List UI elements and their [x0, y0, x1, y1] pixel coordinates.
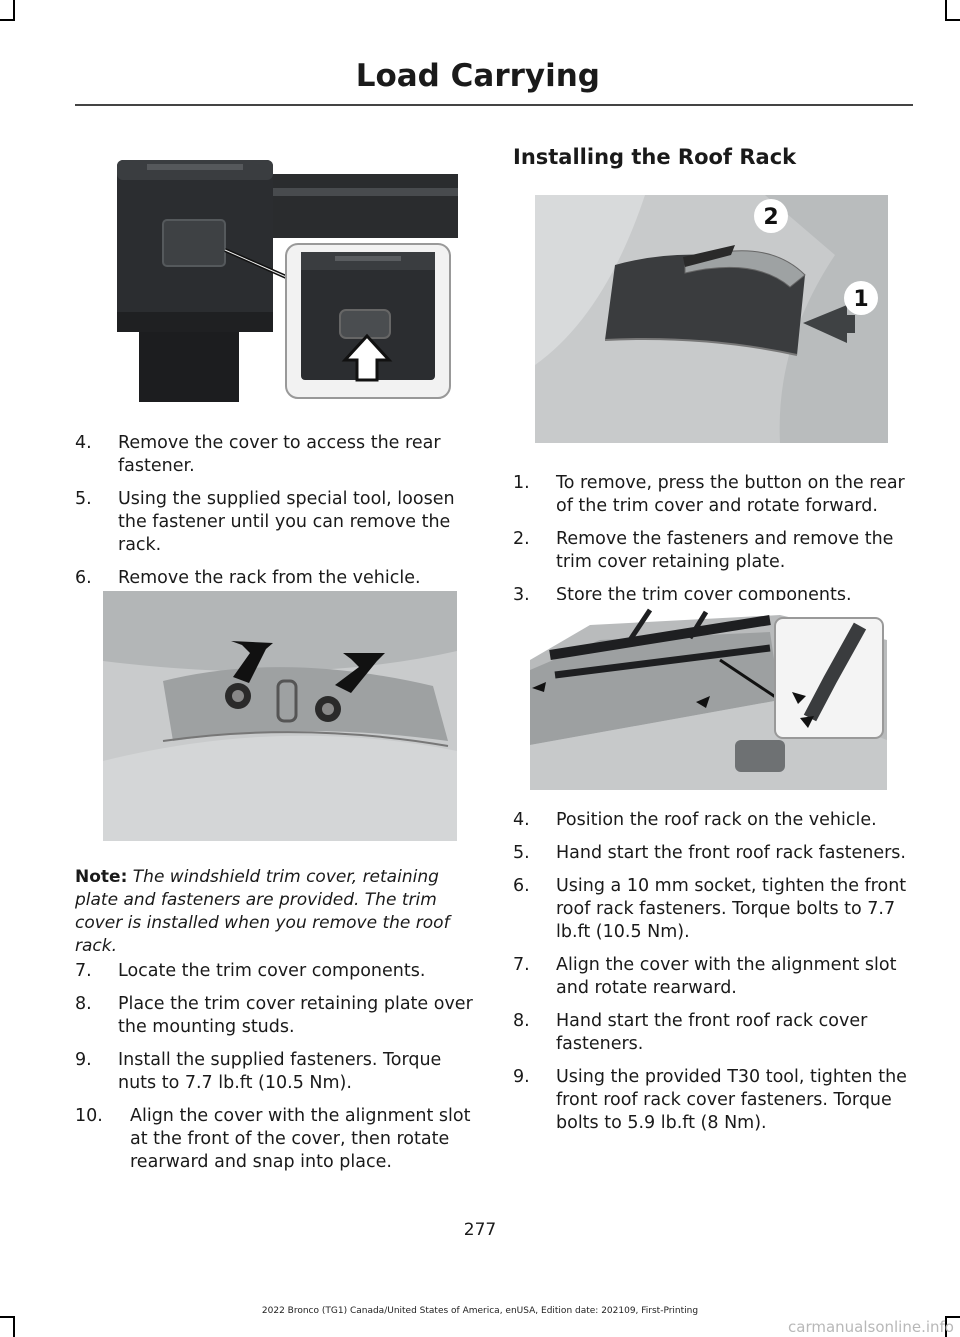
- list-item: 6. Using a 10 mm socket, tighten the fron…: [513, 875, 913, 944]
- steps-list-removal: 4. Remove the cover to access the rear fa…: [75, 432, 475, 600]
- step-number: 7.: [75, 961, 92, 981]
- step-text: Align the cover with the alignment slot …: [556, 955, 897, 998]
- note-text: The windshield trim cover, retaining pla…: [75, 867, 450, 956]
- list-item: 4. Remove the cover to access the rear fa…: [75, 432, 475, 478]
- step-text: Align the cover with the alignment slot …: [130, 1106, 471, 1172]
- list-item: 5. Using the supplied special tool, loose…: [75, 488, 475, 557]
- crop-mark-top-left-v: [13, 0, 15, 20]
- list-item: 5. Hand start the front roof rack fastene…: [513, 842, 913, 865]
- callout-2: 2: [763, 205, 778, 230]
- list-item: 9. Using the provided T30 tool, tighten t…: [513, 1066, 913, 1135]
- list-item: 10. Align the cover with the alignment sl…: [75, 1105, 475, 1174]
- footer-edition-info: 2022 Bronco (TG1) Canada/United States o…: [261, 1306, 699, 1316]
- crop-mark-top-left-h: [0, 19, 15, 21]
- step-number: 2.: [513, 529, 530, 549]
- step-number: 1.: [513, 473, 530, 493]
- step-text: Using the provided T30 tool, tighten the…: [556, 1067, 907, 1133]
- steps-list-rack-install: 4. Position the roof rack on the vehicle.…: [513, 809, 913, 1145]
- crop-mark-bottom-right-v: [945, 1317, 947, 1337]
- step-number: 7.: [513, 955, 530, 975]
- step-text: Hand start the front roof rack fasteners…: [556, 843, 906, 863]
- step-number: 8.: [513, 1011, 530, 1031]
- list-item: 2. Remove the fasteners and remove the tr…: [513, 528, 913, 574]
- list-item: 4. Position the roof rack on the vehicle.: [513, 809, 913, 832]
- figure-trim-cover: 2 1: [535, 195, 888, 443]
- callout-1: 1: [853, 287, 868, 312]
- page-title: Load Carrying: [355, 58, 600, 94]
- step-number: 6.: [75, 568, 92, 588]
- section-heading: Installing the Roof Rack: [513, 145, 797, 169]
- figure-vehicle-roof-rack: [530, 600, 887, 790]
- step-text: Remove the cover to access the rear fast…: [118, 433, 441, 476]
- crop-mark-bottom-left-v: [13, 1317, 15, 1337]
- steps-list-trim-removal: 1. To remove, press the button on the rea…: [513, 472, 913, 617]
- step-number: 9.: [513, 1067, 530, 1087]
- crop-mark-top-right-h: [945, 19, 960, 21]
- list-item: 9. Install the supplied fasteners. Torque…: [75, 1049, 475, 1095]
- list-item: 8. Place the trim cover retaining plate o…: [75, 993, 475, 1039]
- step-text: Hand start the front roof rack cover fas…: [556, 1011, 868, 1054]
- steps-list-trim-install: 7. Locate the trim cover components. 8. Pl…: [75, 960, 475, 1184]
- step-number: 5.: [75, 489, 92, 509]
- step-text: Locate the trim cover components.: [118, 961, 426, 981]
- note-block: Note: The windshield trim cover, retaini…: [75, 866, 470, 958]
- step-number: 3.: [513, 585, 530, 605]
- watermark: carmanualsonline.info: [788, 1318, 954, 1336]
- step-text: Install the supplied fasteners. Torque n…: [118, 1050, 442, 1093]
- figure-rack-cover-removal: [103, 140, 458, 402]
- figure-mounting-studs: [103, 591, 457, 841]
- step-number: 6.: [513, 876, 530, 896]
- step-text: Using a 10 mm socket, tighten the front …: [556, 876, 907, 942]
- step-text: Using the supplied special tool, loosen …: [118, 489, 455, 555]
- step-text: Position the roof rack on the vehicle.: [556, 810, 877, 830]
- crop-mark-top-right-v: [945, 0, 947, 20]
- list-item: 7. Align the cover with the alignment slo…: [513, 954, 913, 1000]
- list-item: 7. Locate the trim cover components.: [75, 960, 475, 983]
- step-number: 9.: [75, 1050, 92, 1070]
- header-divider: [75, 104, 913, 106]
- step-number: 10.: [75, 1106, 103, 1126]
- step-text: Place the trim cover retaining plate ove…: [118, 994, 473, 1037]
- step-number: 5.: [513, 843, 530, 863]
- list-item: 8. Hand start the front roof rack cover f…: [513, 1010, 913, 1056]
- note-label: Note:: [75, 867, 128, 887]
- step-text: To remove, press the button on the rear …: [556, 473, 905, 516]
- step-text: Remove the rack from the vehicle.: [118, 568, 421, 588]
- page-number: 277: [463, 1220, 497, 1240]
- crop-mark-bottom-right-h: [945, 1316, 960, 1318]
- step-number: 4.: [75, 433, 92, 453]
- step-text: Remove the fasteners and remove the trim…: [556, 529, 894, 572]
- step-number: 4.: [513, 810, 530, 830]
- step-number: 8.: [75, 994, 92, 1014]
- crop-mark-bottom-left-h: [0, 1316, 15, 1318]
- list-item: 1. To remove, press the button on the rea…: [513, 472, 913, 518]
- list-item: 6. Remove the rack from the vehicle.: [75, 567, 475, 590]
